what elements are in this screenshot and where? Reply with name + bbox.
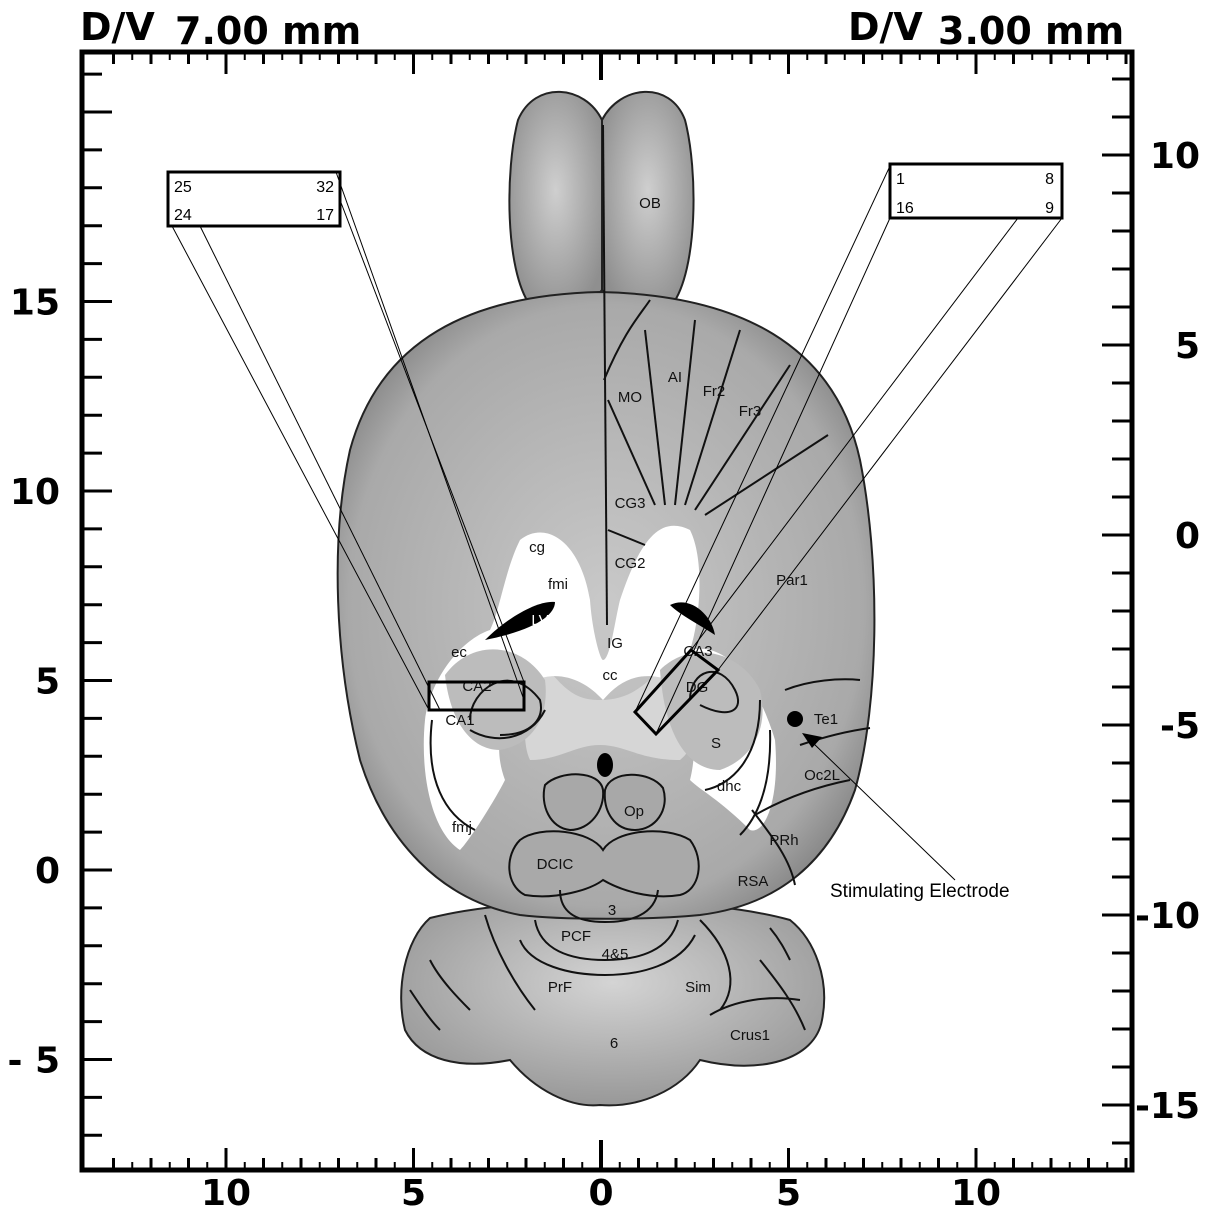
label-Crus1: Crus1 (730, 1027, 770, 1044)
label-CG2: CG2 (615, 555, 646, 572)
label-6: 6 (610, 1035, 618, 1052)
label-LV: LV (531, 612, 548, 629)
y-left-tick-label: 0 (35, 851, 60, 892)
label-ec: ec (451, 644, 467, 661)
label-Par1: Par1 (776, 572, 808, 589)
label-PRh: PRh (769, 832, 798, 849)
x-tick-label: 5 (401, 1173, 426, 1210)
label-Op: Op (624, 803, 644, 820)
label-cg: cg (529, 539, 545, 556)
stimulating-electrode-marker (787, 711, 803, 727)
left-depth-label: D/V (80, 5, 155, 49)
right-array-bl: 16 (896, 200, 914, 217)
label-fmj: fmj (452, 819, 472, 836)
x-tick-label: 10 (201, 1173, 251, 1210)
label-OB: OB (639, 195, 661, 212)
left-array-bl: 24 (174, 207, 192, 224)
y-left-tick-label: - 5 (7, 1041, 60, 1082)
label-Te1: Te1 (814, 711, 838, 728)
right-depth-value: 3.00 mm (938, 9, 1124, 53)
label-Fr3: Fr3 (739, 403, 762, 420)
label-DCIC: DCIC (537, 856, 574, 873)
label-cc: cc (603, 667, 619, 684)
label-CG3: CG3 (615, 495, 646, 512)
y-right-tick-label: 0 (1175, 516, 1200, 557)
stimulating-electrode-label: Stimulating Electrode (830, 881, 1010, 902)
label-MO: MO (618, 389, 642, 406)
left-array-tr: 32 (316, 179, 334, 196)
label-Sim: Sim (685, 979, 711, 996)
right-array-legend-box (890, 164, 1062, 218)
label-Oc2L: Oc2L (804, 767, 840, 784)
label-4-5: 4&5 (602, 946, 629, 963)
label-PrF: PrF (548, 979, 572, 996)
y-right-tick-label: -10 (1135, 896, 1200, 937)
y-right-tick-label: 10 (1150, 136, 1200, 177)
label-fmi: fmi (548, 576, 568, 593)
label-CA1: CA1 (445, 712, 474, 729)
right-array-br: 9 (1045, 200, 1054, 217)
label-dhc: dhc (717, 778, 742, 795)
label-RSA: RSA (738, 873, 769, 890)
left-array-br: 17 (316, 207, 334, 224)
x-tick-label: 0 (588, 1173, 613, 1210)
x-tick-label: 10 (951, 1173, 1001, 1210)
label-PCF: PCF (561, 928, 591, 945)
right-array-tr: 8 (1045, 171, 1054, 188)
left-array-legend-box (168, 172, 340, 226)
y-left-tick-label: 5 (35, 662, 60, 703)
label-3: 3 (608, 902, 616, 919)
y-right-tick-label: -5 (1160, 706, 1200, 747)
y-right-tick-label: -15 (1135, 1086, 1200, 1127)
right-depth-label: D/V (848, 5, 923, 49)
left-array-tl: 25 (174, 179, 192, 196)
y-left-tick-label: 15 (10, 283, 60, 324)
x-tick-label: 5 (776, 1173, 801, 1210)
y-right-tick-label: 5 (1175, 326, 1200, 367)
right-array-tl: 1 (896, 171, 905, 188)
label-S: S (711, 735, 721, 752)
label-Fr2: Fr2 (703, 383, 726, 400)
y-left-tick-label: 10 (10, 472, 60, 513)
left-depth-value: 7.00 mm (175, 9, 361, 53)
label-AI: AI (668, 369, 682, 386)
label-IG: IG (607, 635, 623, 652)
